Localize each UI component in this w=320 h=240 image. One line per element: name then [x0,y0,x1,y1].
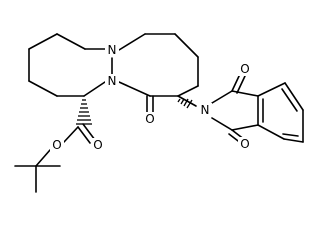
bond [281,88,298,112]
double-bonds [77,73,304,145]
bond [28,33,58,50]
bond [231,73,241,92]
atom-labels: N N N O O O O O [50,43,252,152]
hashed-wedge-bond [177,98,193,109]
bond [211,117,233,131]
bond [83,81,106,97]
bond [231,124,259,131]
bond [177,98,181,103]
bond [77,126,91,144]
atom-label-n2: N [108,74,117,88]
atom-label-n1: N [108,43,117,57]
bond [56,33,86,50]
atom-label-imide-bottom-o: O [240,137,249,151]
bond [236,75,246,94]
atom-label-ester-ether-o: O [52,138,61,152]
label-background [105,43,119,57]
bond [28,80,58,97]
bond [35,149,51,167]
molecule-structure-drawing: N N N O O O O O [14,33,304,193]
atom-label-imide-n: N [201,103,210,117]
bond [177,85,199,97]
bond [282,133,299,137]
bond [211,90,233,104]
label-background [91,138,105,152]
bond [284,82,304,111]
single-bonds [14,33,304,193]
label-background [143,112,157,126]
label-background [238,62,252,76]
bond [180,98,185,105]
bond [118,81,151,97]
atom-label-ester-carbonyl-o: O [93,138,102,152]
bond [82,123,96,141]
bond [183,98,189,107]
hashed-wedge-bond [76,99,92,125]
label-background [238,137,252,151]
bond [63,126,79,143]
bond [118,33,146,51]
label-background [198,103,212,117]
bond [283,138,304,143]
bond [174,33,199,58]
label-background [50,138,64,152]
bond [186,99,193,109]
label-background [105,74,119,88]
atom-label-imide-top-o: O [240,62,249,76]
bond [231,90,259,97]
bond [257,82,286,97]
atom-label-ketone-o: O [145,112,154,126]
bond [257,124,285,140]
